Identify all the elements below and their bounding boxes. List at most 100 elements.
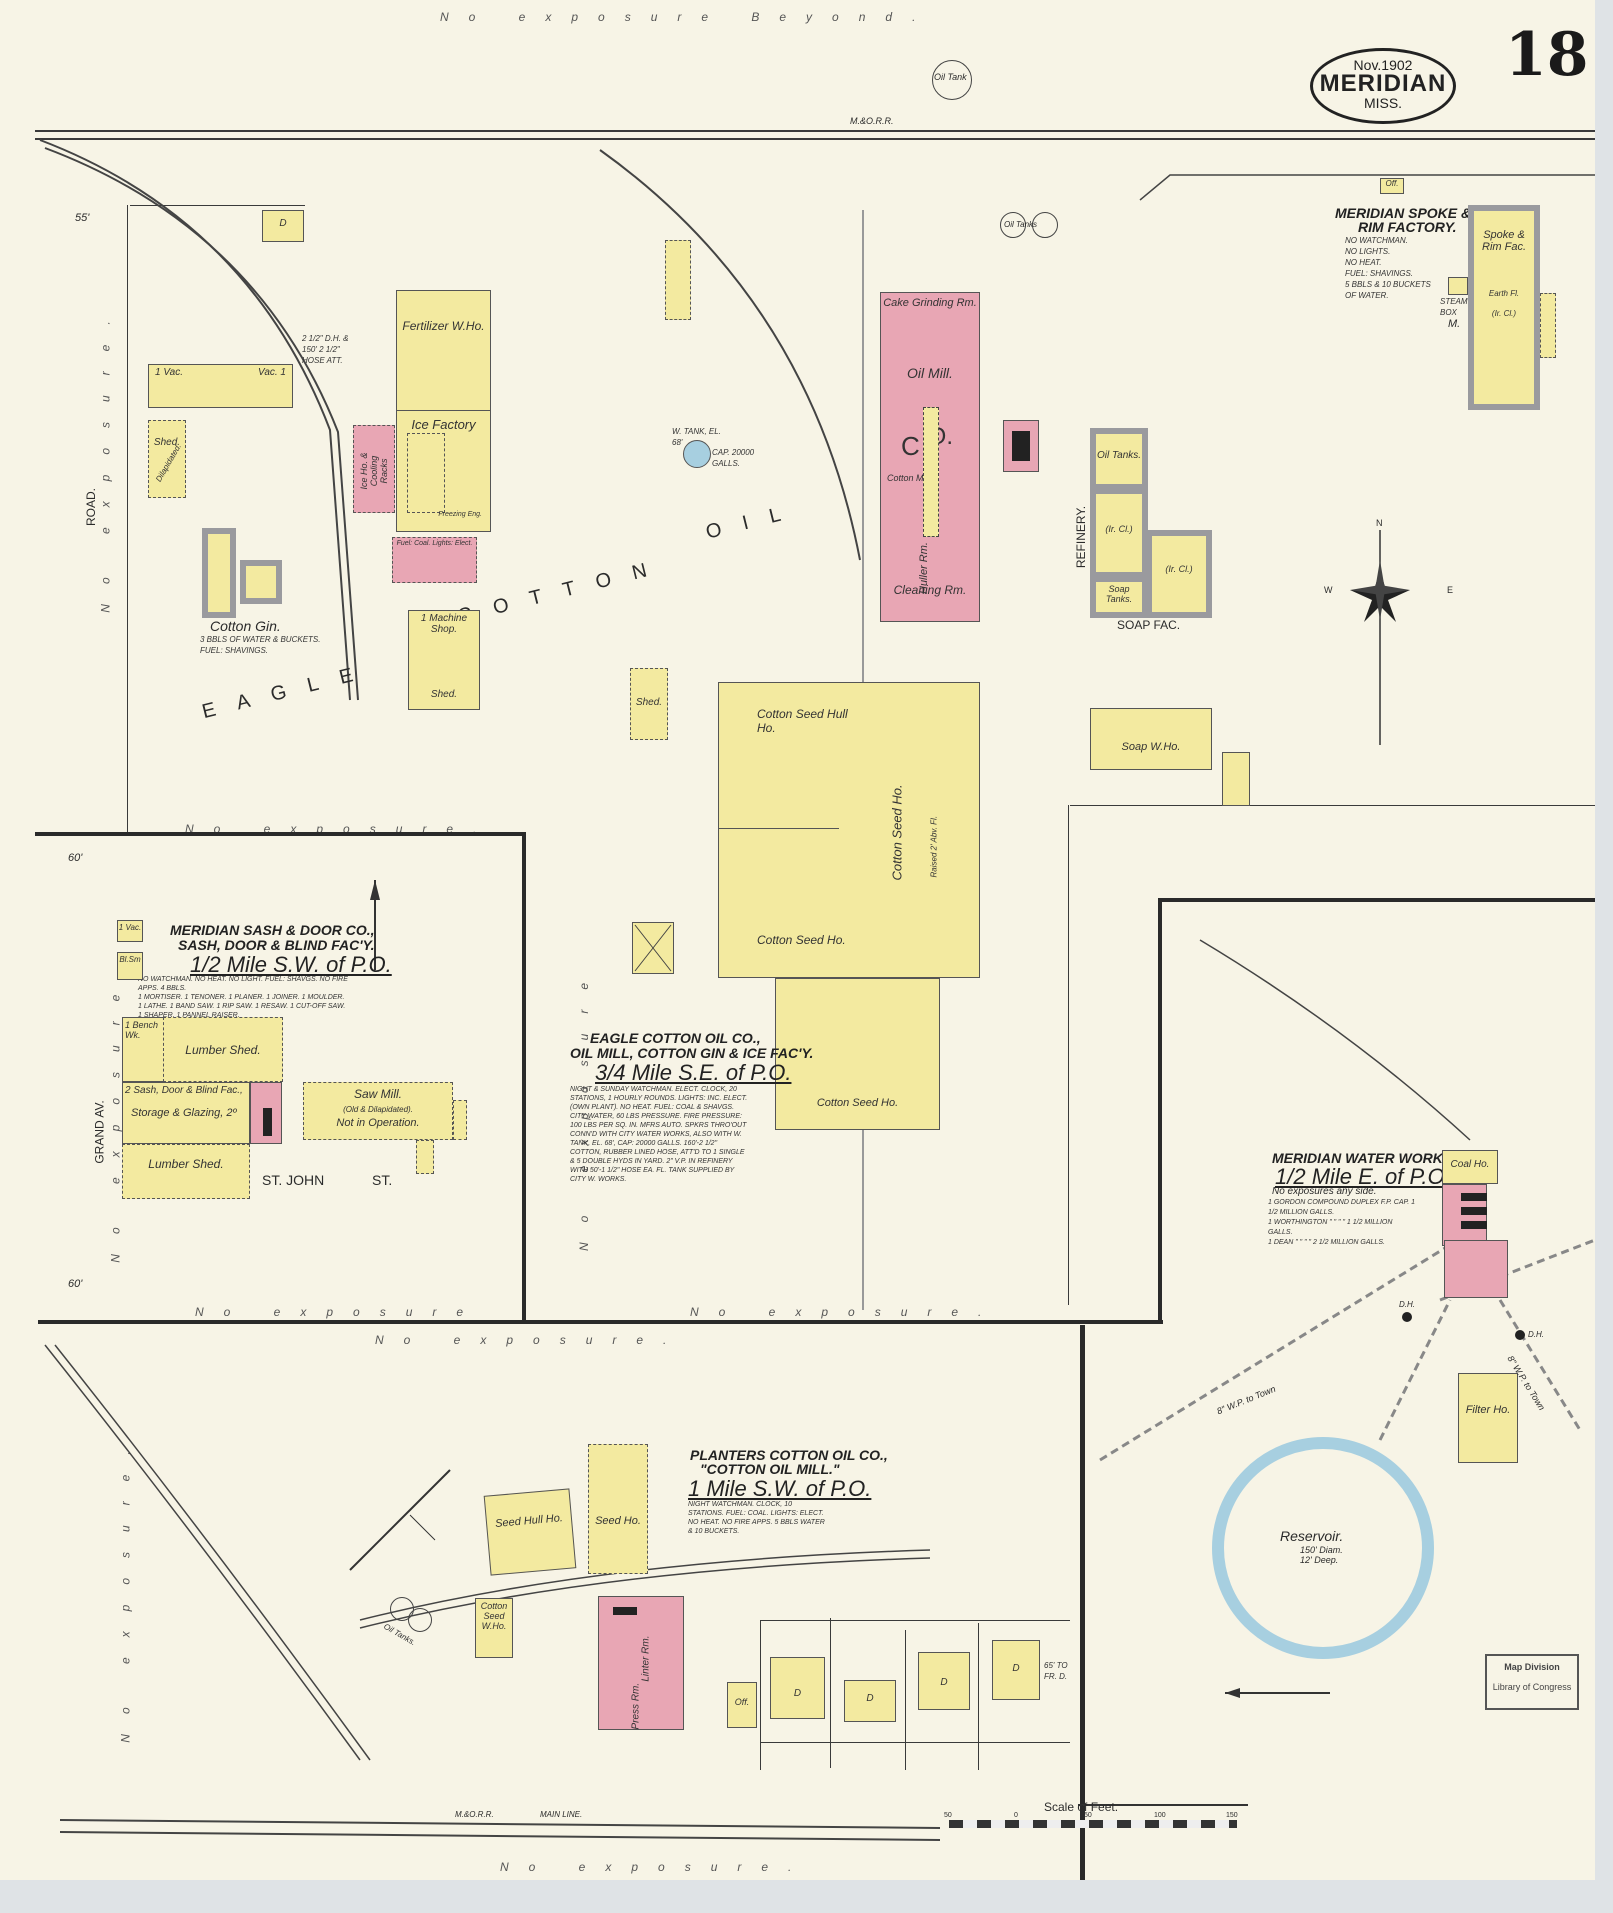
railroad-label-bottom: M.&O.R.R. <box>455 1810 494 1819</box>
reservoir-depth: 12' Deep. <box>1300 1555 1339 1565</box>
property-line-road <box>127 205 128 835</box>
title-cartouche: Nov.1902 MERIDIAN MISS. <box>1310 48 1456 124</box>
map-date: Nov.1902 <box>1353 57 1413 73</box>
building-dwelling-a-prime: D <box>918 1652 970 1710</box>
building-soap-tanks: Soap Tanks. <box>1090 576 1148 618</box>
hydrant-icon <box>1402 1312 1412 1322</box>
building-soap-warehouse: Soap W.Ho. <box>1090 708 1212 770</box>
map-sheet: No exposure Beyond. Nov.1902 MERIDIAN MI… <box>0 0 1595 1880</box>
boiler-icon <box>613 1607 637 1615</box>
property-line <box>1068 805 1069 1305</box>
building-steam-box <box>1448 277 1468 295</box>
building-seed-hull-house: Seed Hull Ho. <box>483 1488 577 1576</box>
scale-tick: 50 <box>944 1812 952 1819</box>
boiler-icon <box>1461 1207 1487 1215</box>
building-office: Off. <box>1380 178 1404 194</box>
reservoir-diameter: 150' Diam. <box>1300 1545 1343 1555</box>
building-planters-mill: Press Rm. Linter Rm. <box>598 1596 684 1730</box>
boiler-icon <box>1012 431 1030 461</box>
property-line <box>130 205 305 206</box>
cross-icon <box>634 924 672 972</box>
lot-line <box>760 1620 1070 1621</box>
sheet-number: 18 <box>1505 20 1589 90</box>
planters-title-2: "Cotton Oil Mill." <box>700 1461 840 1477</box>
compass-rose: N W E <box>1324 518 1453 755</box>
water-tank-icon <box>683 440 711 468</box>
oil-tanks-label: Oil Tanks <box>1004 220 1038 229</box>
sheet-divider-bottom <box>1080 1325 1085 1880</box>
label-soap-fac: SOAP FAC. <box>1117 618 1181 632</box>
oil-tank-label: Oil Tank <box>934 72 967 82</box>
building-ice-house: Ice Ho. & Cooling Racks <box>353 425 395 513</box>
water-works-distance: 1/2 Mile E. of P.O. <box>1275 1164 1451 1189</box>
building-dwelling-z: D <box>844 1680 896 1722</box>
scale-title: Scale of Feet. <box>1044 1800 1119 1814</box>
railroad-track-top-2 <box>35 138 1595 140</box>
sheet-divider <box>1158 898 1162 1323</box>
building-saw-mill-shed <box>416 1140 434 1174</box>
eagle-title-1: Eagle Cotton Oil Co., <box>590 1030 761 1046</box>
building-saw-mill: Saw Mill. (Old & Dilapidated). Not in Op… <box>303 1082 453 1140</box>
sash-notes: No Watchman. No Heat. No Light. Fuel: Sh… <box>138 976 348 1019</box>
sash-title-1: Meridian Sash & Door Co., <box>170 922 375 938</box>
building-small-shed <box>665 240 691 320</box>
building-filter-house: Filter Ho. <box>1458 1373 1518 1463</box>
street-st: ST. <box>372 1172 393 1188</box>
cotton-gin-notes: 3 Bbls of Water & Buckets. Fuel: Shaving… <box>200 635 321 655</box>
water-tank-cap: Cap. 20000 Galls. <box>712 448 755 468</box>
scale-tick: 50 <box>1084 1812 1092 1819</box>
building-ice-factory: Ice Factory Freezing Eng. <box>396 410 491 532</box>
stamp-line-2: Library of Congress <box>1492 1682 1572 1692</box>
building-sash-factory: 2 Sash, Door & Blind Fac., Storage & Gla… <box>122 1082 250 1144</box>
inset-exposure-bottom-right: No exposure. <box>690 1305 1002 1319</box>
building-fuel-room: Fuel: Coal. Lights: Elect. <box>392 537 477 583</box>
planters-title-1: Planters Cotton Oil Co., <box>690 1447 888 1463</box>
boiler-icon <box>263 1108 272 1136</box>
hydrant-icon <box>1515 1330 1525 1340</box>
building-lumber-shed-a: Lumber Shed. <box>163 1017 283 1082</box>
label-cotton-gin: Cotton Gin. <box>210 618 281 634</box>
stamp-line-1: Map Division <box>1504 1662 1560 1672</box>
building-seed-house: Seed Ho. <box>588 1444 648 1574</box>
lot-line <box>760 1620 761 1770</box>
spoke-title-2: Rim Factory. <box>1358 219 1457 235</box>
building-dwelling-y: D <box>770 1657 825 1719</box>
scale-tick: 100 <box>1154 1812 1166 1819</box>
building-boiler-room <box>1003 420 1039 472</box>
railroad-curves <box>39 139 1595 1841</box>
inset-exposure-bottom: No exposure <box>195 1305 484 1319</box>
eagle-distance: 3/4 Mile S.E. of P.O. <box>595 1060 792 1085</box>
building-pump-room <box>1444 1240 1508 1298</box>
building-machine-shop: 1 Machine Shop. Shed. <box>408 610 480 710</box>
lot-line <box>830 1618 831 1768</box>
building-p <box>632 922 674 974</box>
label-refinery: REFINERY. <box>1074 505 1089 569</box>
water-works-exposures: No exposures any side. <box>1272 1186 1377 1197</box>
city-name: MERIDIAN <box>1319 70 1447 97</box>
building-dwelling-a: D <box>262 210 304 242</box>
scale-tick: 150 <box>1226 1812 1238 1819</box>
building-engine-room <box>250 1082 282 1144</box>
building-spoke-rim-factory: Spoke & Rim Fac. Earth Fl. (Ir. Cl.) <box>1468 205 1540 410</box>
planters-distance: 1 Mile S.W. of P.O. <box>688 1476 872 1501</box>
oil-tank-icon <box>932 60 972 100</box>
oil-tank-icon <box>1000 212 1026 238</box>
boiler-icon <box>1461 1193 1487 1201</box>
top-exposure-label: No exposure Beyond. <box>440 10 936 24</box>
eagle-title-2: Oil Mill, Cotton Gin & Ice Fac'y. <box>570 1045 814 1061</box>
railroad-main-line: MAIN LINE. <box>540 1810 583 1819</box>
boiler-icon <box>1461 1221 1487 1229</box>
water-tank-label: W. Tank, El. 68' <box>672 427 721 447</box>
dim-55: 55' <box>75 212 90 224</box>
building-shed-dilapidated: Shed. Dilapidated. <box>148 420 186 498</box>
scale-tick: 0 <box>1014 1812 1018 1819</box>
sheet-inset-border <box>35 832 525 836</box>
building-spoke-annex <box>1540 293 1556 358</box>
sheet-inset-border <box>522 832 526 1322</box>
building-saw-mill-annex <box>453 1100 467 1140</box>
compass-icon <box>1350 530 1410 745</box>
railroad-label-top: M.&O.R.R. <box>850 116 894 126</box>
spoke-title-1: Meridian Spoke & <box>1335 205 1472 221</box>
lot-line <box>978 1623 979 1770</box>
dim-60-a: 60' <box>68 852 83 864</box>
